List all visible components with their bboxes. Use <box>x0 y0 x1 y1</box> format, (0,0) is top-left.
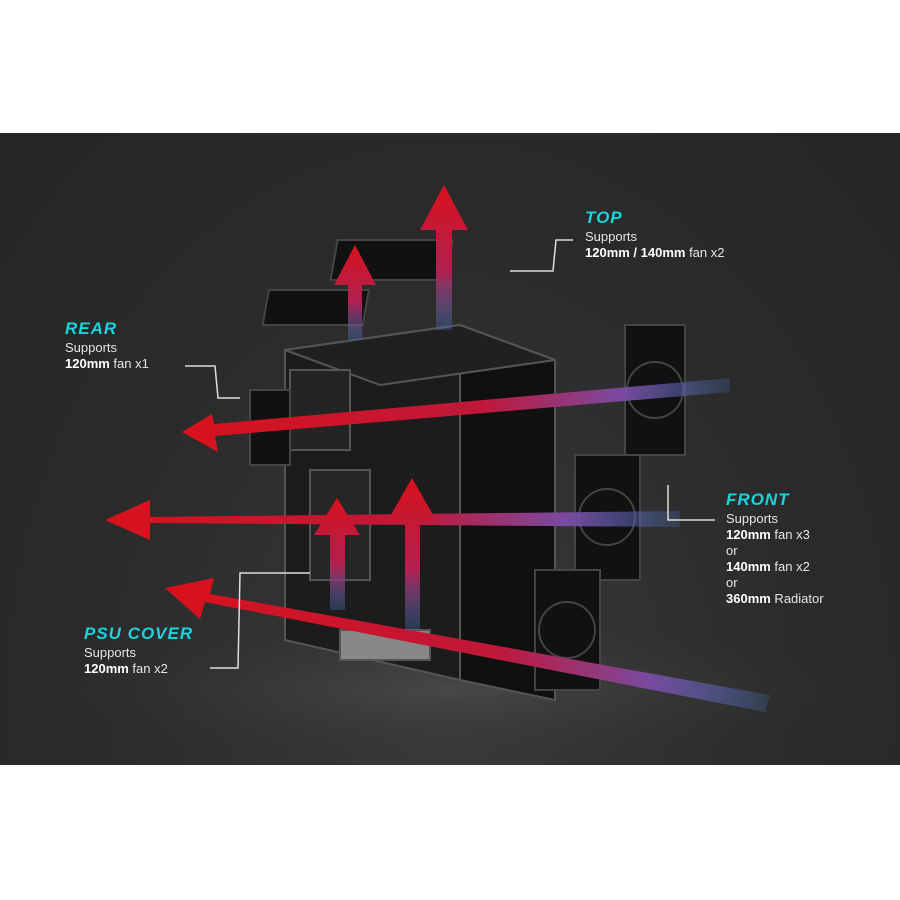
airflow-arrow <box>165 578 770 712</box>
airflow-arrow <box>334 245 376 340</box>
callout-title: REAR <box>65 319 118 338</box>
floor-glow <box>30 620 870 760</box>
callout-text: Supports <box>585 229 638 244</box>
callout-title: PSU COVER <box>84 624 194 643</box>
callout-psu-cover: PSU COVER Supports 120mm fan x2 <box>84 623 193 677</box>
airflow-arrow <box>182 378 730 452</box>
callout-text: 140mm fan x2 <box>726 559 810 574</box>
callout-leader-lines <box>185 239 715 669</box>
airflow-arrow <box>314 498 360 610</box>
airflow-arrow <box>420 185 468 330</box>
callout-text: 120mm fan x2 <box>84 661 168 676</box>
callout-text: Supports <box>726 511 779 526</box>
callout-top: TOP Supports 120mm / 140mm fan x2 <box>585 207 724 261</box>
callout-text: 120mm / 140mm fan x2 <box>585 245 725 260</box>
callout-title: FRONT <box>726 490 790 509</box>
callout-front: FRONT Supports 120mm fan x3 or 140mm fan… <box>726 489 824 607</box>
callout-text: or <box>726 575 738 590</box>
callout-text: Supports <box>65 340 118 355</box>
callout-rear: REAR Supports 120mm fan x1 <box>65 318 149 372</box>
callout-text: 120mm fan x1 <box>65 356 149 371</box>
airflow-arrow <box>388 478 436 630</box>
callout-text: 120mm fan x3 <box>726 527 810 542</box>
callout-text: Supports <box>84 645 137 660</box>
top-fan <box>261 289 371 326</box>
airflow-arrows <box>105 185 770 712</box>
callout-text: 360mm Radiator <box>726 591 824 606</box>
callout-text: or <box>726 543 738 558</box>
callout-title: TOP <box>585 208 623 227</box>
